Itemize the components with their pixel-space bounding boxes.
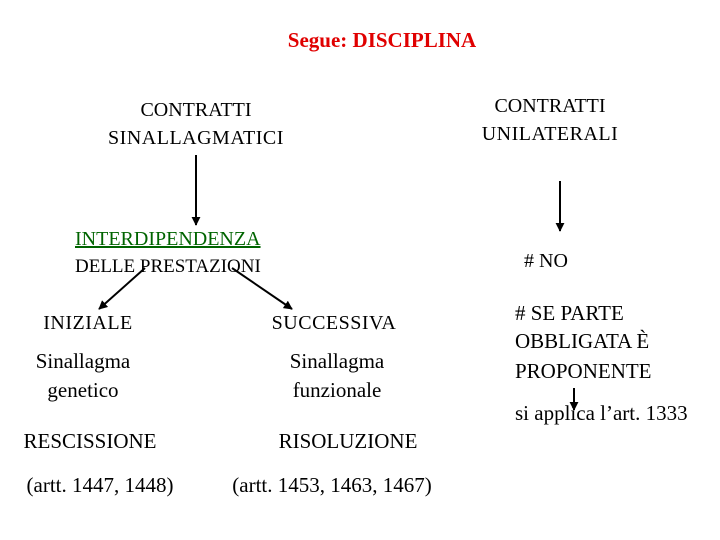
interdipendenza-node: INTERDIPENDENZA xyxy=(75,228,261,250)
branch-initial-desc-line1: Sinallagma xyxy=(35,349,131,373)
branch-initial-articles: (artt. 1447, 1448) xyxy=(26,473,174,497)
arrow-to-iniziale xyxy=(98,267,146,310)
right-heading-line2: UNILATERALI xyxy=(481,123,619,145)
branch-initial-desc-line2: genetico xyxy=(47,378,119,402)
right-heading-line1: CONTRATTI xyxy=(494,95,606,117)
left-heading-line2: SINALLAGMATICI xyxy=(108,127,284,149)
left-heading-line1: CONTRATTI xyxy=(140,99,252,121)
no-label: # NO xyxy=(524,250,568,272)
branch-successive-desc-line2: funzionale xyxy=(292,378,382,402)
branch-successive-label: SUCCESSIVA xyxy=(271,312,397,334)
branch-initial-label: INIZIALE xyxy=(43,312,133,334)
exception-line2: OBBLIGATA È xyxy=(515,329,650,353)
delle-prestazioni-node: DELLE PRESTAZIONI xyxy=(75,256,261,277)
result-text: si applica l’art. 1333 xyxy=(515,401,688,425)
arrow-to-successiva xyxy=(231,267,293,310)
branch-successive-remedy: RISOLUZIONE xyxy=(278,429,418,453)
branch-successive-desc-line1: Sinallagma xyxy=(289,349,385,373)
exception-line1: # SE PARTE xyxy=(515,301,624,325)
exception-line3: PROPONENTE xyxy=(515,359,652,383)
branch-successive-articles: (artt. 1453, 1463, 1467) xyxy=(232,473,432,497)
branch-initial-remedy: RESCISSIONE xyxy=(23,429,157,453)
slide-title: Segue: DISCIPLINA xyxy=(287,28,477,52)
